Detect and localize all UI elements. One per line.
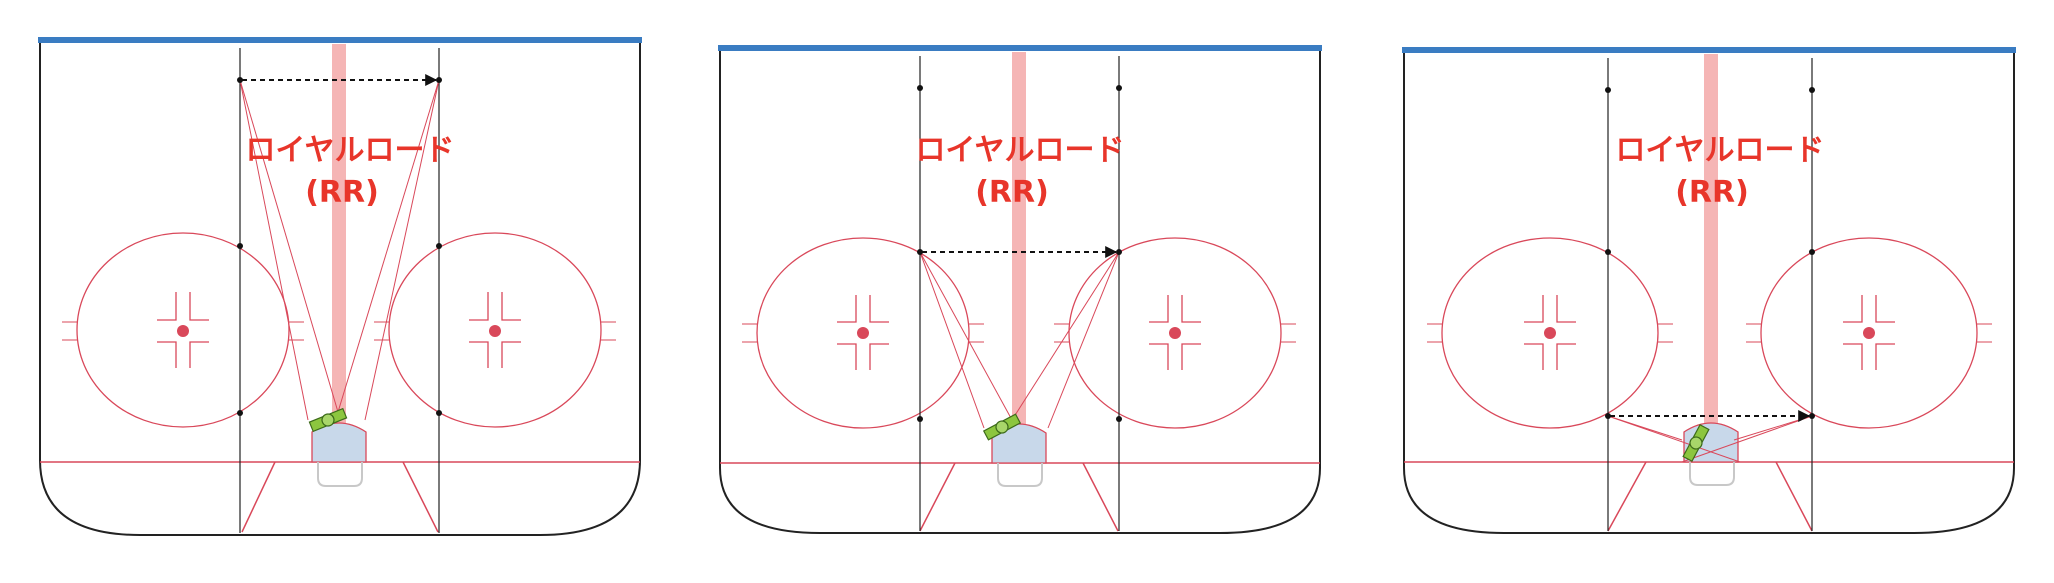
royal-road-band xyxy=(1012,52,1026,460)
goalie-icon xyxy=(982,413,1022,441)
guide-points xyxy=(237,77,442,416)
faceoff-dot xyxy=(177,325,189,337)
rink-panel-2: ロイヤルロード (RR) xyxy=(718,45,1322,534)
sightlines xyxy=(239,79,440,421)
goalie-icon xyxy=(308,407,348,433)
faceoff-dot xyxy=(857,327,869,339)
royal-road-label: ロイヤルロード xyxy=(1615,133,1824,168)
faceoff-dot xyxy=(1169,327,1181,339)
faceoff-dot xyxy=(489,325,501,337)
rink-outline xyxy=(39,40,641,536)
royal-road-label-abbr: (RR) xyxy=(305,175,379,210)
rink-panel-1: ロイヤルロード (RR) xyxy=(38,37,642,536)
rink-outline xyxy=(719,48,1321,534)
royal-road-label-abbr: (RR) xyxy=(975,175,1049,210)
trapezoid-line-left xyxy=(241,461,276,533)
sightlines xyxy=(919,251,1120,429)
rink-panel-3: ロイヤルロード (RR) xyxy=(1402,47,2016,534)
trapezoid-line-left xyxy=(1607,461,1647,532)
faceoff-dot xyxy=(1863,327,1875,339)
guide-points xyxy=(917,85,1122,422)
trapezoid-line-right xyxy=(1082,462,1119,532)
royal-road-label-abbr: (RR) xyxy=(1675,175,1749,210)
faceoff-circle-right xyxy=(374,232,616,428)
rink-outline xyxy=(1403,50,2015,534)
goal-net xyxy=(317,462,363,487)
trapezoid-line-right xyxy=(1775,461,1813,532)
royal-road-band xyxy=(332,44,346,460)
faceoff-circle-left xyxy=(742,237,984,429)
faceoff-dot xyxy=(1544,327,1556,339)
trapezoid-line-left xyxy=(919,462,956,532)
sightlines xyxy=(1607,415,1813,463)
goal-net xyxy=(997,463,1043,487)
trapezoid-line-right xyxy=(402,461,439,533)
goal-net xyxy=(1689,462,1735,486)
guide-points xyxy=(1605,87,1815,419)
goalie-icon xyxy=(1682,423,1710,463)
royal-road-label: ロイヤルロード xyxy=(245,133,454,168)
royal-road-label: ロイヤルロード xyxy=(915,133,1124,168)
faceoff-circle-left xyxy=(62,232,304,428)
faceoff-circle-right xyxy=(1746,237,1992,429)
faceoff-circle-right xyxy=(1054,237,1296,429)
faceoff-circle-left xyxy=(1427,237,1673,429)
royal-road-band xyxy=(1704,54,1718,459)
